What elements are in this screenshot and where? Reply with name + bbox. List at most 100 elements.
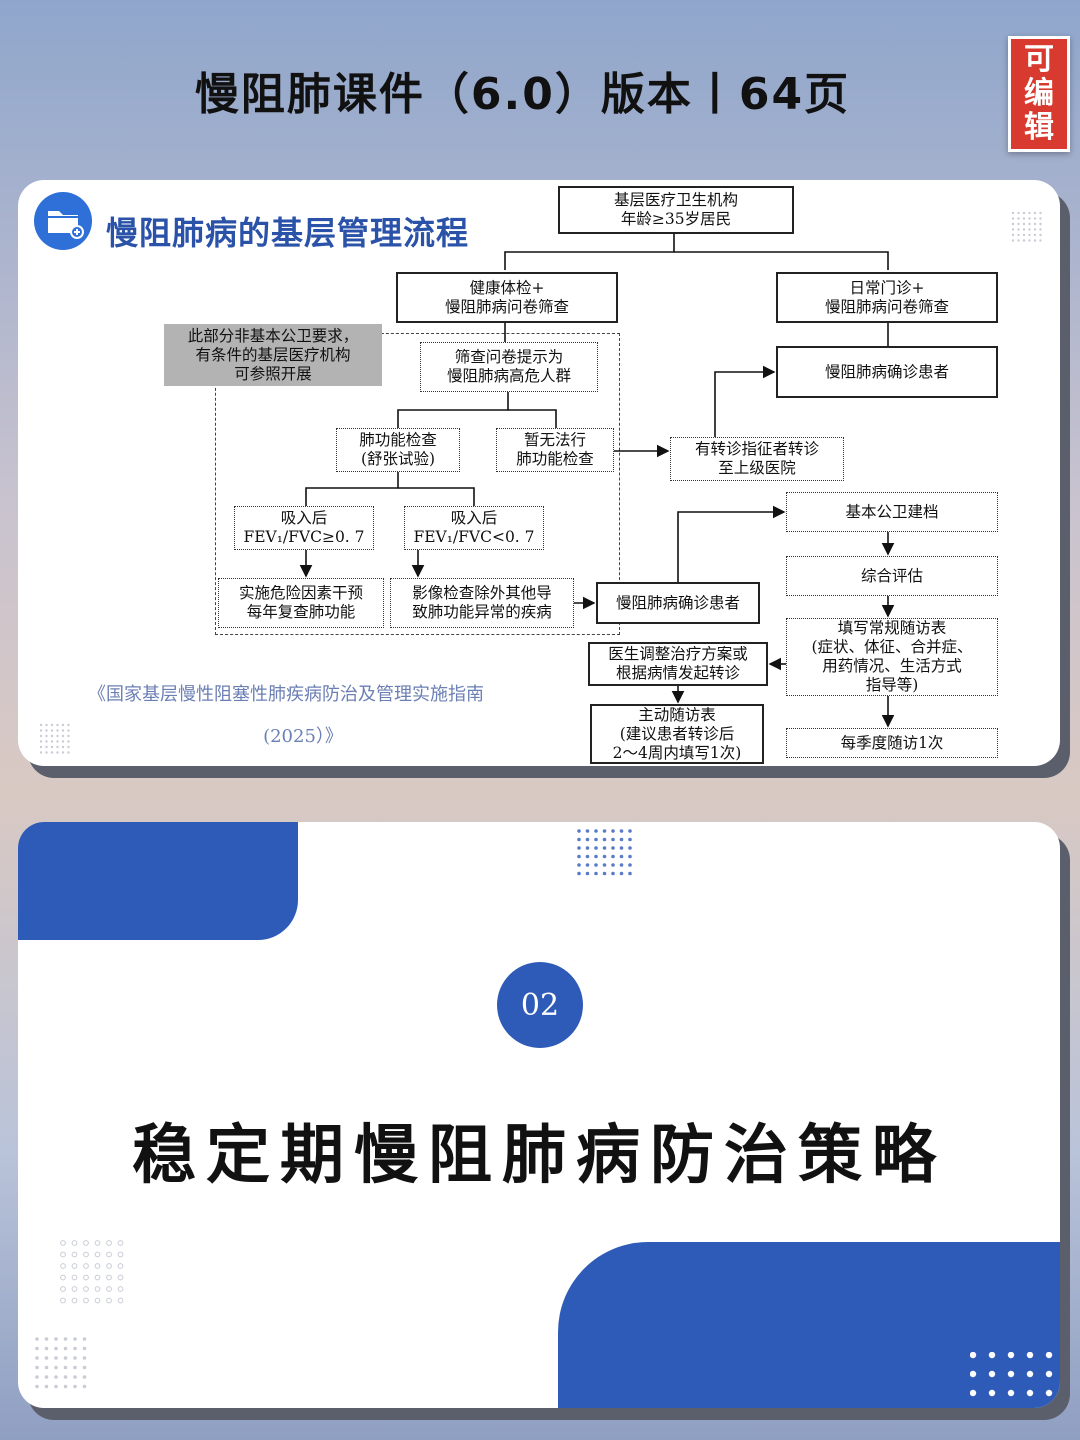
node-pft: 肺功能检查 (舒张试验) [336,428,460,472]
dot [39,751,43,754]
dot [39,734,43,738]
decor-shape [558,1242,1060,1408]
dot [73,1365,77,1370]
dot-pattern [970,1352,1053,1397]
dot [61,734,65,738]
dot [71,1251,78,1258]
citation-line: (2025）》 [263,726,343,747]
page-title: 慢阻肺课件（6.0）版本丨64页 [194,69,851,120]
dot [44,1356,49,1360]
dot [94,1286,101,1292]
dot [1039,233,1042,237]
dot [970,1352,977,1359]
dot [628,846,632,850]
dot [611,829,615,833]
dot [1022,228,1026,231]
dot [117,1263,124,1269]
dot [117,1240,124,1246]
flow-connectors [299,234,895,728]
dot [63,1356,68,1360]
dot [39,745,43,749]
dot [61,745,65,749]
dot [1028,233,1031,237]
dot [1028,239,1031,242]
dot [1033,233,1037,237]
dot-pattern [39,723,70,754]
dot [67,723,70,727]
dot [628,829,632,833]
dot [1039,228,1042,231]
dot [44,1375,49,1379]
dot [1011,239,1015,242]
dot [82,1346,87,1351]
dot [1045,1370,1053,1378]
node-fev-ge: 吸入后 FEV₁/FVC≥0. 7 [234,506,374,550]
dot [1022,222,1026,226]
dot [60,1263,66,1269]
dot [1017,233,1020,237]
dot [61,751,65,754]
dot-pattern [35,1337,87,1389]
dot [63,1365,68,1370]
node-doctor-adjust: 医生调整治疗方案或 根据病情发起转诊 [588,642,768,686]
dot [988,1370,996,1378]
dot [61,729,65,732]
dot [45,751,48,754]
dot [45,740,48,743]
dot [585,871,590,876]
node-referral: 有转诊指征者转诊 至上级医院 [670,437,844,481]
dot [1017,228,1020,231]
dot [35,1346,39,1351]
dot [83,1263,89,1269]
dot [82,1365,87,1370]
dot [35,1356,39,1360]
dot [628,863,632,867]
dot [50,740,54,743]
dot [1017,217,1020,220]
decor-shape [18,822,298,940]
dot [82,1375,87,1379]
dot [73,1337,77,1341]
dot [619,829,624,833]
dot [1007,1389,1015,1397]
dot [56,745,59,749]
node-followup-form: 填写常规随访表 (症状、体征、合并症、 用药情况、生活方式 指导等) [786,618,998,696]
badge-char: 可 [1024,42,1054,77]
dot [56,751,59,754]
dot [602,854,607,859]
dot [1028,228,1031,231]
dot [1033,228,1037,231]
dot [63,1346,68,1351]
dot [611,846,615,850]
dot [594,854,598,859]
dot [1045,1352,1053,1359]
dot [83,1286,89,1292]
dot [577,871,581,876]
dot [63,1375,68,1379]
dot [94,1274,101,1281]
dot [83,1240,89,1246]
dot [1007,1352,1015,1359]
dot [35,1375,39,1379]
dot [602,871,607,876]
dot [602,863,607,867]
dot [628,854,632,859]
node-active-followup: 主动随访表 (建议患者转诊后 2～4周内填写1次) [590,704,764,764]
dot [71,1263,78,1269]
dot [117,1274,124,1281]
node-quarterly: 每季度随访1次 [786,728,998,758]
dot [577,829,581,833]
dot [117,1297,124,1304]
dot [1033,211,1037,215]
dot [83,1297,89,1304]
node-imaging: 影像检查除外其他导 致肺功能异常的疾病 [390,578,574,628]
dot [39,723,43,727]
dot [1039,211,1042,215]
dot [1022,211,1026,215]
dot [67,740,70,743]
dot [54,1346,58,1351]
dot [82,1384,87,1389]
dot [45,734,48,738]
dot-pattern [1011,211,1042,242]
dot [67,729,70,732]
